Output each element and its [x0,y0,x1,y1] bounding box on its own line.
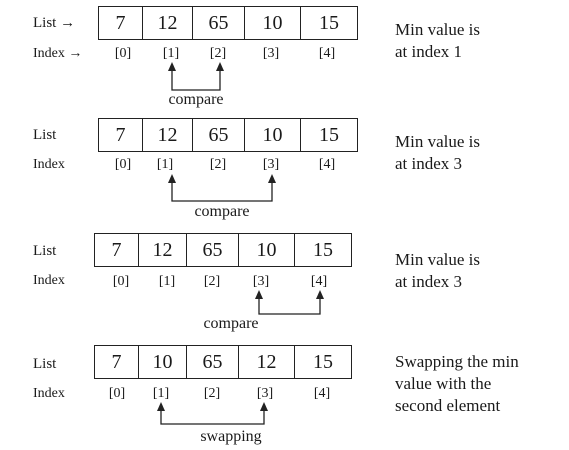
note-line: at index 3 [395,272,463,291]
list-cell: 12 [139,234,187,266]
index-cell: [4] [313,386,331,401]
compare-label: compare [168,91,224,108]
index-cell: [3] [256,386,274,401]
swapping-label: swapping [200,428,262,445]
index-cell: [4] [318,46,336,61]
min-value-note: Min value is at index 1 [395,19,480,63]
index-cell: [3] [262,157,280,172]
list-cell: 7 [99,7,143,39]
list-cell: 15 [313,350,333,373]
list-cell: 65 [187,346,239,378]
compare-label: compare [203,315,259,332]
note-line: Swapping the min [395,352,519,371]
swap-bracket [157,402,268,425]
index-label: Index [33,273,65,288]
compare-label: compare [194,203,250,220]
list-array: 7 10 65 12 15 [94,345,352,379]
list-label: List → [33,15,76,31]
list-cell: 65 [187,234,239,266]
note-line: value with the [395,374,492,393]
index-cell: [0] [114,46,132,61]
index-cell: [3] [252,274,270,289]
list-cell: 10 [239,234,295,266]
list-cell: 10 [245,7,301,39]
index-cell: [0] [112,274,130,289]
index-cell: [0] [114,157,132,172]
index-label: Index → [33,46,83,61]
compare-bracket [168,174,276,202]
note-line: second element [395,396,501,415]
index-cell: [2] [209,157,227,172]
index-cell: [1] [158,274,176,289]
index-cell: [1] [156,157,174,172]
index-cell: [4] [318,157,336,172]
note-line: at index 3 [395,154,463,173]
list-cell: 10 [245,119,301,151]
list-cell: 65 [193,7,245,39]
list-cell: 12 [239,346,295,378]
note-line: Min value is [395,20,480,39]
list-array: 7 12 65 10 15 [98,6,358,40]
list-cell: 10 [139,346,187,378]
min-value-note: Min value is at index 3 [395,131,480,175]
index-cell: [3] [262,46,280,61]
list-cell: 7 [95,234,139,266]
list-array: 7 12 65 10 15 [98,118,358,152]
index-label: Index [33,157,65,172]
list-cell: 7 [99,119,143,151]
list-label: List [33,356,57,372]
list-label: List [33,127,57,143]
index-cell: [2] [203,386,221,401]
list-cell: 65 [193,119,245,151]
index-cell: [2] [209,46,227,61]
list-cell: 15 [313,238,333,261]
list-cell: 7 [95,346,139,378]
index-cell: [4] [310,274,328,289]
list-cell: 12 [143,7,193,39]
swap-note: Swapping the min value with the second e… [395,351,519,417]
compare-bracket [255,290,324,315]
index-cell: [0] [108,386,126,401]
index-label: Index [33,386,65,401]
list-label: List [33,243,57,259]
min-value-note: Min value is at index 3 [395,249,480,293]
compare-bracket [168,62,224,91]
list-array: 7 12 65 10 15 [94,233,352,267]
index-cell: [2] [203,274,221,289]
list-cell: 15 [319,11,339,34]
list-cell: 12 [143,119,193,151]
note-line: Min value is [395,132,480,151]
index-cell: [1] [162,46,180,61]
list-cell: 15 [319,123,339,146]
note-line: Min value is [395,250,480,269]
index-cell: [1] [152,386,170,401]
note-line: at index 1 [395,42,463,61]
